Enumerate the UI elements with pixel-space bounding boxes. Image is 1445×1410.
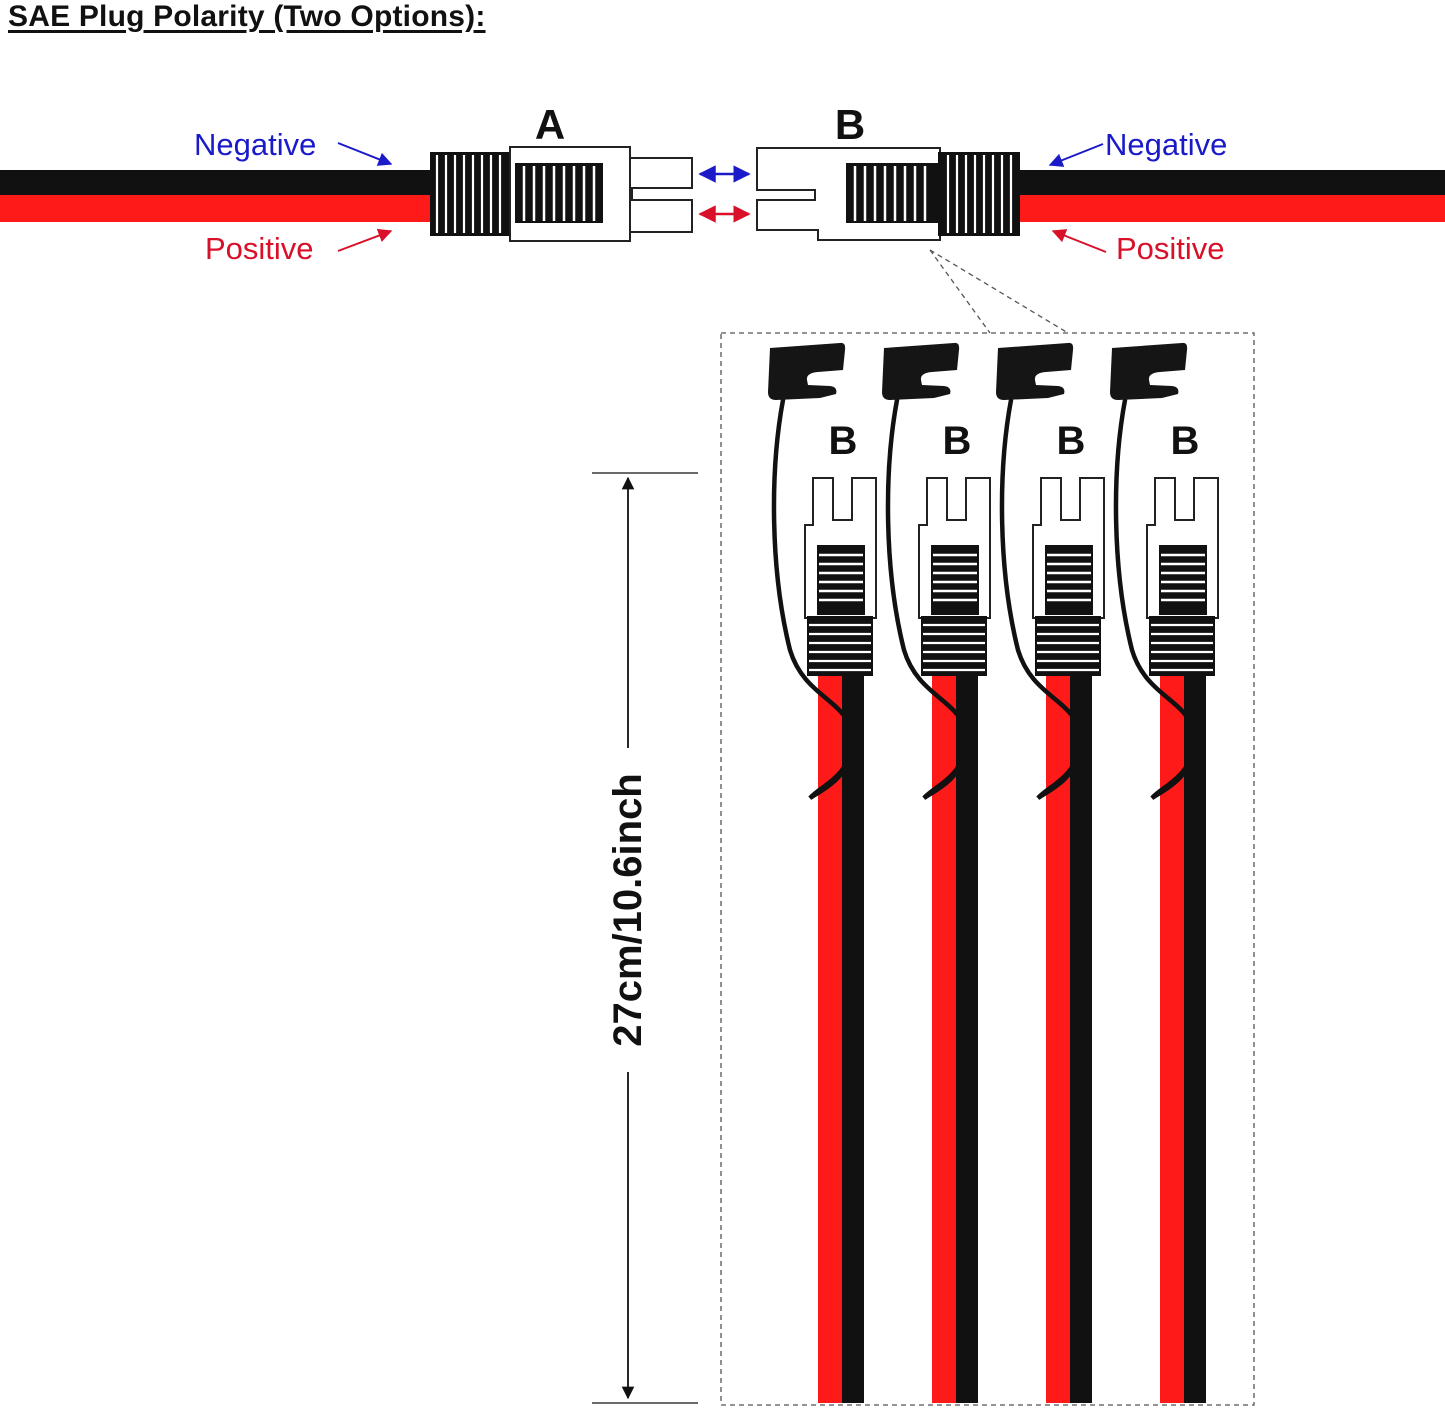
- cable-4: B: [1110, 342, 1219, 1403]
- left-cable: [0, 170, 432, 222]
- cable-2-letter: B: [943, 419, 972, 463]
- length-dimension-label: 27cm/10.6inch: [606, 773, 650, 1047]
- connector-b-letter: B: [835, 101, 865, 148]
- left-negative-label: Negative: [194, 127, 316, 162]
- cable-2: B: [882, 342, 991, 1403]
- cable-1-letter: B: [829, 419, 858, 463]
- right-positive-label: Positive: [1116, 231, 1225, 266]
- left-negative-arrow: [337, 142, 393, 166]
- cable-3-letter: B: [1057, 419, 1086, 463]
- page-title: SAE Plug Polarity (Two Options):: [8, 0, 486, 33]
- zoom-callout: [720, 249, 1255, 1406]
- right-positive-arrow: [1051, 229, 1107, 253]
- cable-4-letter: B: [1171, 419, 1200, 463]
- connector-b: [756, 147, 1020, 241]
- right-negative-arrow: [1048, 143, 1104, 167]
- cable-3: B: [996, 342, 1105, 1403]
- right-cable: [1018, 170, 1445, 222]
- connector-a-letter: A: [535, 101, 565, 148]
- connector-a: [430, 146, 693, 242]
- left-positive-arrow: [337, 228, 393, 252]
- right-negative-label: Negative: [1105, 127, 1227, 162]
- left-positive-label: Positive: [205, 231, 314, 266]
- length-dimension: 27cm/10.6inch: [592, 472, 698, 1404]
- cable-1: B: [768, 342, 877, 1403]
